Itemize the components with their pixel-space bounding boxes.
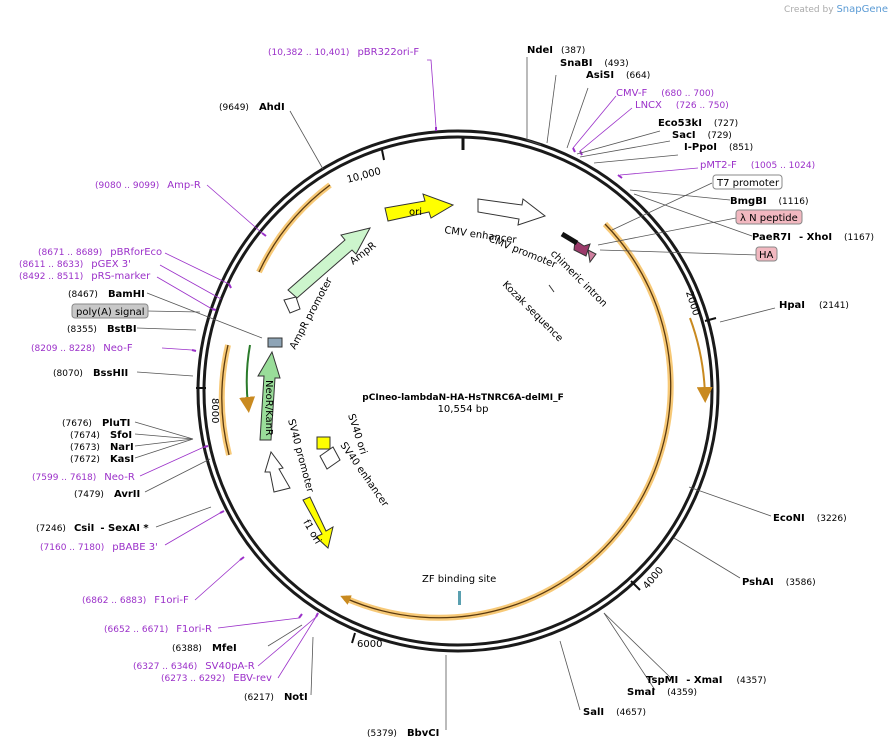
svg-text:poly(A) signal: poly(A) signal (76, 307, 145, 318)
site-bsshii: (8070)BssHII (53, 368, 128, 379)
site-bmgbi: BmgBI(1116) (730, 196, 808, 207)
feature-leaders (597, 182, 759, 256)
primer-neo-f: (8209 .. 8228)Neo-F (31, 343, 133, 354)
site-hpai: HpaI(2141) (779, 300, 849, 311)
site-pshai: PshAI(3586) (742, 577, 816, 588)
svg-text:ori: ori (409, 207, 422, 218)
primer-sv40pa-r: (6327 .. 6346)SV40pA-R (133, 661, 255, 672)
primer-f1ori-r: (6652 .. 6671)F1ori-R (104, 624, 212, 635)
feature-ha: HA (755, 246, 778, 262)
svg-text:NeoR/KanR: NeoR/KanR (263, 380, 274, 436)
plasmid-name: pCIneo-lambdaN-HA-HsTNRC6A-delMI_F (362, 393, 563, 403)
feature-lambda-n-peptide: λ N peptide (735, 209, 803, 225)
f1-ori-feature: f1 ori (300, 496, 334, 549)
svg-text:SV40 promoter: SV40 promoter (285, 418, 315, 495)
primer-pgex-3: (8611 .. 8633)pGEX 3' (19, 259, 131, 270)
site-bstbi: (8355)BstBI (67, 324, 137, 335)
ampr-feature: AmpR (287, 227, 378, 299)
site-csii: (7246)CsiI- SexAI * (36, 523, 149, 534)
site-pluti: (7676)PluTI (62, 418, 130, 429)
primer-cmv-f: CMV-F(680 .. 700) (616, 88, 714, 99)
primer-pbrforeco: (8671 .. 8689)pBRforEco (38, 247, 162, 258)
site-mfei: (6388)MfeI (172, 643, 237, 654)
primer-leaders (139, 59, 699, 679)
site-paer7i: PaeR7I- XhoI(1167) (752, 232, 874, 243)
svg-text:λ N peptide: λ N peptide (740, 213, 798, 224)
site-eco53ki: Eco53kI(727) (658, 118, 738, 129)
svg-text:4000: 4000 (641, 565, 666, 592)
site-nari: (7673)NarI (70, 442, 134, 453)
site-ahdi: (9649)AhdI (219, 102, 285, 113)
site-leaders (134, 57, 776, 730)
zf-binding-site: ZF binding site (422, 574, 496, 605)
feature-t7-promoter: T7 promoter (712, 174, 783, 190)
site-noti: (6217)NotI (244, 692, 308, 703)
svg-text:ZF binding site: ZF binding site (422, 574, 496, 585)
backbone-inner (202, 135, 714, 647)
svg-text:Kozak sequence: Kozak sequence (500, 279, 565, 344)
site-bbvci: (5379)BbvCI (367, 728, 439, 739)
site-saci: SacI(729) (672, 130, 732, 141)
primer-ebv-rev: (6273 .. 6292)EBV-rev (161, 673, 272, 684)
chimeric-intron-feature: chimeric intron (548, 231, 609, 309)
primer-pbr322ori-f: (10,382 .. 10,401)pBR322ori-F (268, 47, 419, 58)
svg-text:chimeric intron: chimeric intron (548, 248, 609, 309)
primer-pmt2-f: pMT2-F(1005 .. 1024) (700, 160, 815, 171)
svg-text:T7 promoter: T7 promoter (716, 178, 780, 189)
site-sfoi: (7674)SfoI (70, 430, 132, 441)
plasmid-size: 10,554 bp (438, 404, 489, 415)
site-econi: EcoNI(3226) (773, 513, 847, 524)
credit-prefix: Created by (784, 5, 834, 15)
site-sali: SalI(4657) (583, 707, 646, 718)
svg-text:HA: HA (759, 250, 774, 261)
tick-6000: 6000 (351, 632, 382, 650)
neor-feature: NeoR/KanR (257, 350, 281, 441)
primer-lncx: LNCX(726 .. 750) (635, 100, 729, 111)
neor-orf-arc-line (221, 344, 230, 456)
primer-amp-r: (9080 .. 9099)Amp-R (95, 180, 201, 191)
site-i-ppoi: I-PpoI(851) (684, 142, 753, 153)
credit: Created by SnapGene (784, 4, 888, 15)
site-kasi: (7672)KasI (70, 454, 134, 465)
orf-arc-main-line (340, 223, 672, 619)
site-ndei: NdeI(387) (527, 45, 585, 56)
backbone-outer (196, 129, 720, 653)
neor-inner-arrow (239, 344, 256, 413)
tick-8000: 8000 (196, 387, 220, 423)
ampr-orf-arc-line (258, 184, 331, 273)
primer-neo-r: (7599 .. 7618)Neo-R (32, 472, 135, 483)
site-snabi: SnaBI(493) (560, 58, 629, 69)
cmv-promoter-label: CMV promoter (487, 234, 559, 272)
small-gray-feature (267, 337, 283, 348)
site-smai: SmaI(4359) (627, 687, 697, 698)
svg-text:6000: 6000 (357, 639, 382, 650)
site-avrii: (7479)AvrII (74, 489, 140, 500)
site-asisi: AsiSI(664) (586, 70, 650, 81)
kozak-feature: Kozak sequence (500, 279, 565, 344)
site-tspmi: TspMI- XmaI(4357) (646, 675, 766, 686)
snapgene-logo: SnapGene (836, 4, 888, 15)
site-bamhi: (8467)BamHI (68, 289, 145, 300)
svg-text:8000: 8000 (209, 398, 220, 423)
primer-prs-marker: (8492 .. 8511)pRS-marker (19, 271, 151, 282)
ori-feature: ori (384, 193, 455, 222)
orf-arc-right (689, 317, 713, 403)
feature-polya-signal: poly(A) signal (71, 303, 149, 319)
svg-text:10,000: 10,000 (346, 166, 383, 186)
primer-f1ori-f: (6862 .. 6883)F1ori-F (82, 595, 189, 606)
primer-pbabe-3: (7160 .. 7180)pBABE 3' (40, 542, 158, 553)
sv40-ori-feature: SV40 ori SV40 enhancer (316, 413, 391, 510)
